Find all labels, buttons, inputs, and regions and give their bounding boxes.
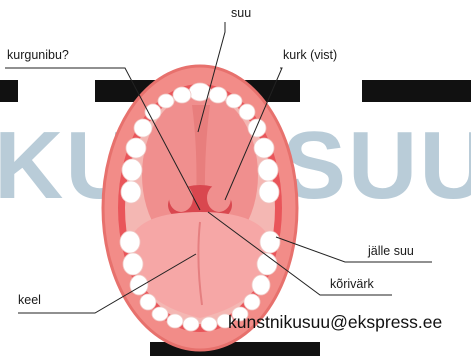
label-korivark: kõrivärk (330, 277, 374, 291)
tonsil-left (169, 184, 193, 212)
label-keel: keel (18, 293, 41, 307)
label-jalle-suu: jälle suu (368, 244, 414, 258)
tonsil-right (207, 184, 231, 212)
credit-email: kunstnikusuu@ekspress.ee (228, 312, 442, 333)
label-kurgunibu: kurgunibu? (7, 48, 69, 62)
label-kurk: kurk (vist) (283, 48, 337, 62)
label-suu: suu (231, 6, 251, 20)
